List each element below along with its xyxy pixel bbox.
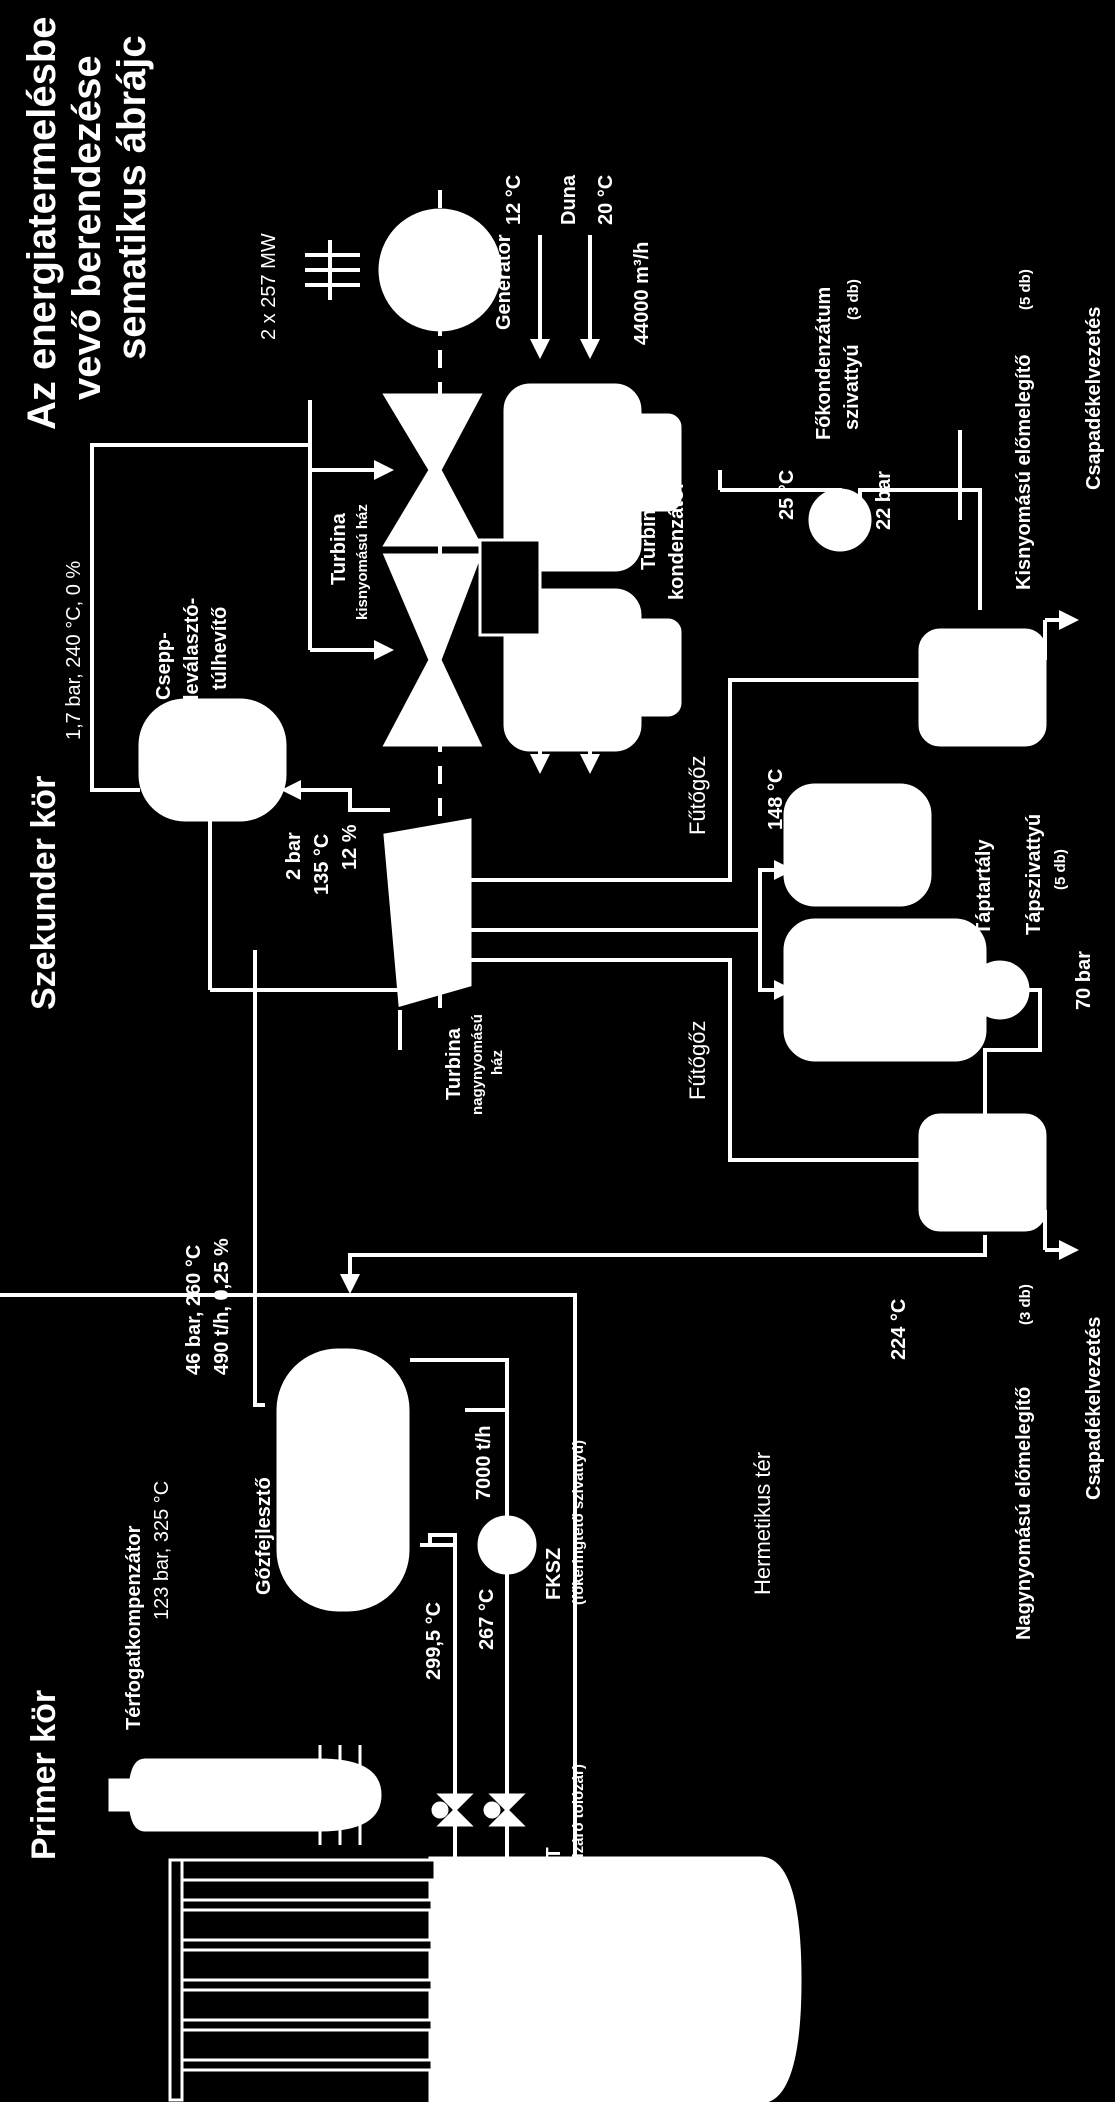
hp-turbine-sub1: nagynyomású <box>469 1014 486 1115</box>
hp-turbine <box>383 818 472 1007</box>
hermetic-space-label: Hermetikus tér <box>750 1452 775 1595</box>
heating-steam-1: Fűtőgőz <box>685 756 710 836</box>
main-condensate-label1: Főkondenzátum <box>813 287 835 440</box>
section-labels: Primer kör Szekunder kör Hermetikus tér <box>25 776 775 1860</box>
moisture-12: 12 % <box>339 824 361 870</box>
temp-12: 12 °C <box>503 175 525 225</box>
feedwater-tank <box>783 783 932 907</box>
hp-turbine-sub2: ház <box>489 1050 506 1075</box>
hermetic-boundary <box>0 1293 577 2102</box>
generator-label: Generátor <box>493 234 515 330</box>
fksz-sublabel: (főkeringtető szivattyú) <box>570 1440 587 1605</box>
msr-label2: leválasztó- <box>181 598 203 700</box>
generator <box>378 208 502 332</box>
heating-steam-2: Fűtőgőz <box>685 1021 710 1101</box>
moisture-separator-reheater <box>138 698 287 822</box>
lp-turbine-sub: kisnyomású ház <box>354 504 371 620</box>
msr-label1: Csepp- <box>153 632 175 700</box>
condenser-label2: kondenzátor <box>666 481 688 600</box>
flow-7000: 7000 t/h <box>473 1426 495 1500</box>
msr-params: 1,7 bar, 240 °C, 0 % <box>63 561 85 740</box>
title-line3: sematikus ábrájc <box>110 35 154 360</box>
pressurizer-nozzle <box>108 1778 137 1812</box>
fet-valve-cold <box>488 1793 526 1827</box>
fet-sublabel: (főelzáró tolózár) <box>570 1764 587 1885</box>
feed-pump <box>970 960 1030 1020</box>
lp-turbine-2 <box>382 553 483 747</box>
steam-generator-params1: 46 bar, 260 °C <box>183 1245 205 1375</box>
drain-label-2: Csapadékelvezetés <box>1083 307 1105 490</box>
control-rods <box>180 1898 434 2072</box>
steam-generator <box>276 1348 410 1612</box>
steam-generator-label: Gőzfejlesztő <box>253 1477 275 1595</box>
pressure-2bar: 2 bar <box>283 832 305 880</box>
steam-generator-params2: 490 t/h, 0,25 % <box>211 1238 233 1375</box>
component-labels: Térfogatkompenzátor 123 bar, 325 °C Gőzf… <box>63 174 1105 1885</box>
components <box>108 208 1047 2102</box>
title-line1: Az energiatermelésbe <box>20 16 64 430</box>
main-condensate-label2: szivattyú <box>841 344 863 430</box>
grid-symbol <box>305 240 360 300</box>
feedwater-tank-label: Táptartály <box>973 839 995 935</box>
temp-135: 135 °C <box>311 834 333 895</box>
lp-turbine-1 <box>382 393 483 547</box>
reactor-head <box>168 1858 437 1882</box>
pressurizer-params: 123 bar, 325 °C <box>151 1481 173 1620</box>
lp-preheater-label: Kisnyomású előmelegítő <box>1013 354 1035 590</box>
power-output: 2 x 257 MW <box>258 233 280 340</box>
cold-leg-temp: 267 °C <box>476 1589 498 1650</box>
temp-25: 25 °C <box>776 470 798 520</box>
hp-preheater <box>918 1113 1047 1232</box>
primary-circuit-label: Primer kör <box>25 1690 63 1860</box>
temp-148: 148 °C <box>765 769 787 830</box>
lp-turbine-label: Turbina <box>328 512 350 585</box>
fet-valve-hot <box>436 1793 474 1827</box>
hp-preheater-count: (3 db) <box>1017 1284 1034 1325</box>
pressurizer-label: Térfogatkompenzátor <box>123 1525 145 1730</box>
fksz-label: FKSZ <box>543 1548 565 1600</box>
drain-label-1: Csapadékelvezetés <box>1083 1317 1105 1500</box>
hp-preheater-label: Nagynyomású előmelegítő <box>1013 1387 1035 1640</box>
fksz-pump <box>477 1515 537 1575</box>
feed-pump-label: Tápszivattyú <box>1023 814 1045 935</box>
pressurizer-heaters <box>318 1745 362 1845</box>
pressure-70: 70 bar <box>1073 951 1095 1010</box>
temp-224: 224 °C <box>888 1299 910 1360</box>
hot-leg-temp: 299,5 °C <box>423 1602 445 1680</box>
condenser-label1: Turbina <box>638 497 660 570</box>
lp-preheater-count: (5 db) <box>1017 269 1034 310</box>
duna-label: Duna <box>558 174 580 225</box>
pressurizer <box>128 1758 382 1832</box>
lp-preheater <box>918 628 1047 747</box>
secondary-circuit-label: Szekunder kör <box>25 776 63 1010</box>
title: Az energiatermelésbe vevő berendezése se… <box>20 16 154 430</box>
hp-turbine-label: Turbina <box>443 1027 465 1100</box>
title-line2: vevő berendezése <box>65 55 109 400</box>
pressure-22: 22 bar <box>873 471 895 530</box>
fet-label: FET <box>543 1847 565 1885</box>
msr-label3: túlhevítő <box>209 607 231 690</box>
flow-44000: 44000 m³/h <box>631 242 653 345</box>
main-condensate-pump <box>808 488 872 552</box>
main-condensate-count: (3 db) <box>845 279 862 320</box>
feed-pump-count: (5 db) <box>1052 849 1069 890</box>
temp-20: 20 °C <box>595 175 617 225</box>
reactor-vessel <box>428 1856 802 2102</box>
